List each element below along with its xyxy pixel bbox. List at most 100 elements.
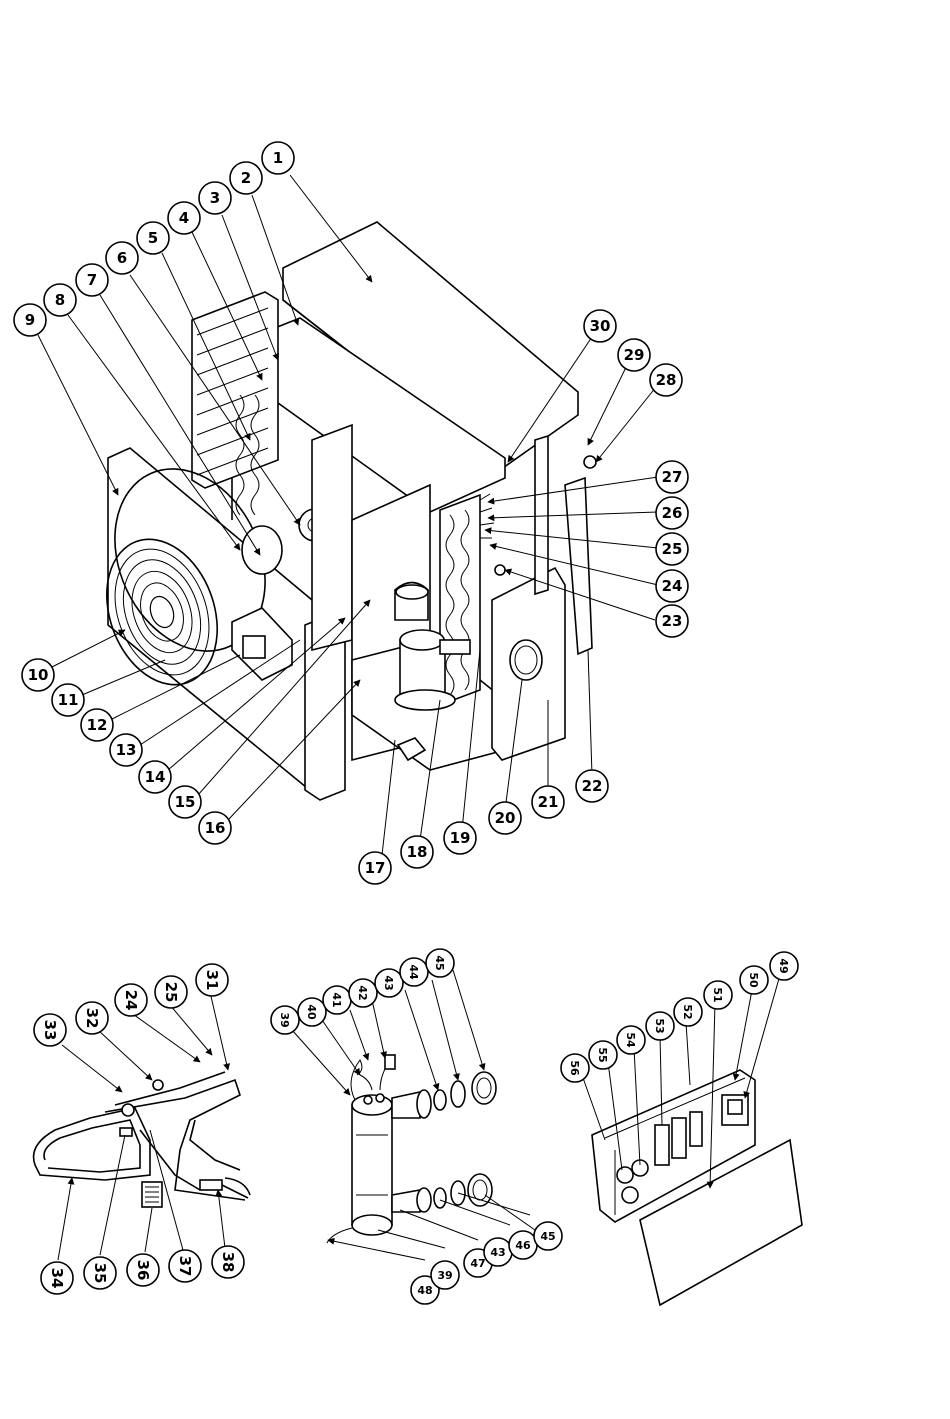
svg-text:24: 24 [662, 577, 683, 595]
callout-11: 11 [52, 684, 84, 716]
callout-19: 19 [444, 822, 476, 854]
callout-27: 27 [656, 461, 688, 493]
piping-assembly: 33 32 24 25 31 34 35 36 37 38 [34, 964, 250, 1294]
callout-16: 16 [199, 812, 231, 844]
callout-25-piping: 25 [155, 976, 187, 1008]
callout-50: 50 [740, 966, 768, 994]
svg-text:33: 33 [41, 1020, 59, 1041]
svg-text:54: 54 [624, 1032, 637, 1048]
svg-text:39: 39 [437, 1269, 452, 1282]
svg-text:12: 12 [87, 716, 108, 734]
svg-text:30: 30 [590, 317, 611, 335]
svg-text:20: 20 [495, 809, 516, 827]
callout-9: 9 [14, 304, 46, 336]
heat-exchanger-assembly: 39 40 41 42 43 44 45 48 39 47 43 46 45 [271, 949, 562, 1304]
svg-text:4: 4 [179, 209, 189, 227]
callout-31: 31 [196, 964, 228, 996]
callout-25: 25 [656, 533, 688, 565]
callout-8: 8 [44, 284, 76, 316]
callout-36: 36 [127, 1254, 159, 1286]
callout-3: 3 [199, 182, 231, 214]
svg-text:52: 52 [681, 1004, 694, 1019]
svg-text:43: 43 [382, 975, 395, 990]
svg-text:50: 50 [747, 972, 760, 988]
callout-39-lower: 39 [431, 1261, 459, 1289]
callout-55: 55 [589, 1041, 617, 1069]
callout-17: 17 [359, 852, 391, 884]
svg-text:41: 41 [330, 992, 343, 1007]
svg-text:40: 40 [305, 1004, 318, 1020]
electrical-box-assembly: 56 55 54 53 52 51 50 49 [561, 952, 802, 1305]
svg-text:45: 45 [433, 955, 446, 970]
svg-text:36: 36 [134, 1260, 152, 1281]
callout-32: 32 [76, 1002, 108, 1034]
callout-10: 10 [22, 659, 54, 691]
callout-4: 4 [168, 202, 200, 234]
svg-text:42: 42 [356, 985, 369, 1000]
callout-46: 46 [509, 1231, 537, 1259]
callout-43: 43 [375, 969, 403, 997]
svg-text:6: 6 [117, 249, 127, 267]
main-heat-pump-assembly: 1 2 3 4 5 6 7 8 9 10 11 12 13 14 15 16 1… [14, 142, 688, 884]
callout-7: 7 [76, 264, 108, 296]
svg-text:3: 3 [210, 189, 220, 207]
svg-text:29: 29 [624, 346, 645, 364]
svg-text:38: 38 [219, 1252, 237, 1273]
callout-37: 37 [169, 1250, 201, 1282]
svg-text:43: 43 [490, 1246, 505, 1259]
callout-13: 13 [110, 734, 142, 766]
svg-text:18: 18 [407, 843, 428, 861]
callout-52: 52 [674, 998, 702, 1026]
svg-text:34: 34 [48, 1268, 66, 1289]
callout-6: 6 [106, 242, 138, 274]
svg-text:9: 9 [25, 311, 35, 329]
callout-44: 44 [400, 958, 428, 986]
svg-text:35: 35 [91, 1263, 109, 1284]
callout-38: 38 [212, 1246, 244, 1278]
svg-text:39: 39 [278, 1012, 291, 1027]
svg-text:23: 23 [662, 612, 683, 630]
callout-23: 23 [656, 605, 688, 637]
svg-text:19: 19 [450, 829, 471, 847]
callout-40: 40 [298, 998, 326, 1026]
callout-26: 26 [656, 497, 688, 529]
svg-text:10: 10 [28, 666, 49, 684]
svg-text:27: 27 [662, 468, 683, 486]
callout-43-lower: 43 [484, 1238, 512, 1266]
svg-text:44: 44 [407, 964, 420, 980]
svg-text:37: 37 [176, 1256, 194, 1277]
svg-text:16: 16 [205, 819, 226, 837]
svg-text:49: 49 [777, 958, 790, 973]
callout-24-piping: 24 [115, 984, 147, 1016]
callout-15: 15 [169, 786, 201, 818]
callout-53: 53 [646, 1012, 674, 1040]
callout-18: 18 [401, 836, 433, 868]
callout-39: 39 [271, 1006, 299, 1034]
callout-20: 20 [489, 802, 521, 834]
callout-24: 24 [656, 570, 688, 602]
svg-text:47: 47 [470, 1257, 485, 1270]
svg-text:53: 53 [653, 1018, 666, 1033]
svg-text:56: 56 [568, 1060, 581, 1076]
svg-text:26: 26 [662, 504, 683, 522]
svg-text:14: 14 [145, 768, 166, 786]
callout-5: 5 [137, 222, 169, 254]
svg-text:7: 7 [87, 271, 97, 289]
callout-45-lower: 45 [534, 1222, 562, 1250]
callout-21: 21 [532, 786, 564, 818]
svg-text:17: 17 [365, 859, 386, 877]
svg-text:32: 32 [83, 1008, 101, 1029]
svg-text:28: 28 [656, 371, 677, 389]
callout-51: 51 [704, 981, 732, 1009]
svg-text:48: 48 [417, 1284, 432, 1297]
callout-54: 54 [617, 1026, 645, 1054]
callout-30: 30 [584, 310, 616, 342]
svg-text:21: 21 [538, 793, 559, 811]
svg-text:24: 24 [122, 990, 140, 1011]
svg-text:46: 46 [515, 1239, 531, 1252]
callout-33: 33 [34, 1014, 66, 1046]
callout-22: 22 [576, 770, 608, 802]
callout-29: 29 [618, 339, 650, 371]
callout-45: 45 [426, 949, 454, 977]
svg-text:22: 22 [582, 777, 603, 795]
